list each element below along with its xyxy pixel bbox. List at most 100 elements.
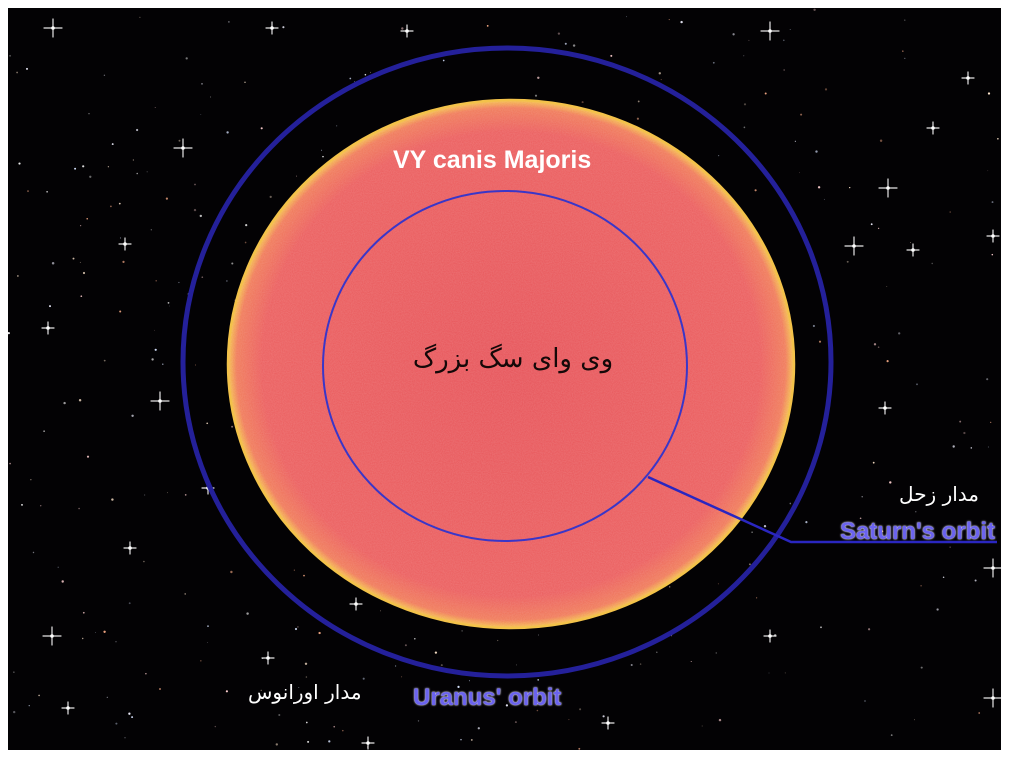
star-dot	[28, 705, 30, 707]
star-dot	[304, 662, 308, 666]
star-dot	[193, 208, 197, 212]
star-dot	[362, 677, 365, 680]
star-dot	[718, 155, 720, 157]
star-dot	[823, 198, 825, 200]
star-dot	[342, 729, 344, 732]
star-dot	[805, 521, 808, 524]
star-dot	[89, 175, 92, 178]
sparkle-star	[361, 736, 375, 750]
star-dot	[63, 401, 66, 405]
star-dot	[881, 530, 884, 533]
star-dot	[873, 343, 877, 346]
star-dot	[859, 517, 862, 520]
star-dot	[107, 166, 110, 168]
star-dot	[260, 689, 262, 692]
star-dot	[505, 704, 509, 707]
star-dot	[846, 260, 849, 263]
star-dot	[118, 202, 121, 205]
star-name-label: VY canis Majoris	[393, 146, 592, 174]
star-dot	[486, 25, 489, 27]
star-dot	[782, 39, 785, 42]
star-dot	[275, 743, 278, 746]
star-dot	[701, 725, 703, 727]
sparkle-star	[349, 597, 363, 611]
star-dot	[497, 639, 499, 642]
star-dot	[231, 425, 234, 428]
star-dot	[226, 280, 228, 282]
star-dot	[942, 576, 945, 578]
star-dot	[72, 257, 75, 260]
star-dot	[333, 725, 336, 728]
star-dot	[30, 479, 32, 481]
sparkle-star	[983, 688, 1001, 708]
star-dot	[260, 127, 263, 130]
star-dot	[244, 81, 246, 83]
star-dot	[812, 324, 815, 328]
star-dot	[231, 262, 234, 265]
star-dot	[9, 462, 11, 465]
star-dot	[732, 33, 735, 36]
star-dot	[461, 630, 463, 632]
star-dot	[800, 113, 803, 116]
star-dot	[974, 579, 977, 582]
star-dot	[468, 680, 470, 682]
star-dot	[870, 223, 873, 226]
star-dot	[354, 81, 355, 82]
star-dot	[963, 431, 966, 435]
star-dot	[16, 71, 18, 74]
star-dot	[717, 583, 719, 585]
star-dot	[194, 183, 196, 186]
star-dot	[159, 688, 161, 690]
star-dot	[82, 611, 85, 614]
star-dot	[298, 686, 300, 688]
star-dot	[132, 159, 135, 161]
star-dot	[57, 566, 59, 568]
star-dot	[991, 253, 994, 256]
sparkle-star	[844, 236, 864, 256]
star-dot	[743, 103, 747, 106]
star-dot	[572, 44, 576, 47]
star-dot	[103, 359, 106, 362]
star-dot	[26, 67, 28, 70]
star-dot	[111, 143, 114, 146]
sparkle-star	[61, 701, 75, 715]
star-dot	[536, 709, 539, 712]
diagram-artwork	[8, 8, 1001, 750]
star-dot	[538, 634, 539, 636]
star-dot	[136, 172, 138, 175]
star-dot	[150, 229, 152, 231]
star-dot	[879, 139, 883, 142]
star-dot	[630, 663, 633, 667]
star-dot	[167, 302, 170, 304]
sparkle-star	[601, 716, 615, 730]
star-dot	[115, 722, 118, 725]
star-dot	[13, 671, 15, 673]
saturn-orbit-label: Saturn's orbit	[839, 518, 995, 545]
star-dot	[154, 348, 157, 351]
star-dot	[143, 560, 145, 563]
star-dot	[245, 224, 248, 227]
star-dot	[178, 281, 180, 284]
star-dot	[514, 721, 517, 724]
star-dot	[214, 725, 217, 728]
star-dot	[904, 57, 906, 60]
star-dot	[122, 260, 125, 264]
star-dot	[978, 712, 981, 714]
star-dot	[151, 358, 154, 361]
star-dot	[131, 716, 134, 719]
star-dot	[610, 54, 613, 57]
star-dot	[111, 498, 114, 501]
star-dot	[294, 627, 298, 631]
star-dot	[877, 227, 880, 230]
star-dot	[349, 77, 352, 80]
star-dot	[460, 738, 462, 741]
sparkle-star	[265, 21, 279, 35]
sparkle-star	[150, 391, 170, 411]
star-dot	[537, 679, 540, 681]
star-dot	[886, 360, 889, 363]
star-dot	[920, 585, 922, 587]
star-dot	[200, 660, 202, 662]
uranus-orbit-label: Uranus' orbit	[413, 684, 562, 711]
star-dot	[442, 59, 445, 62]
star-dot	[144, 494, 146, 496]
